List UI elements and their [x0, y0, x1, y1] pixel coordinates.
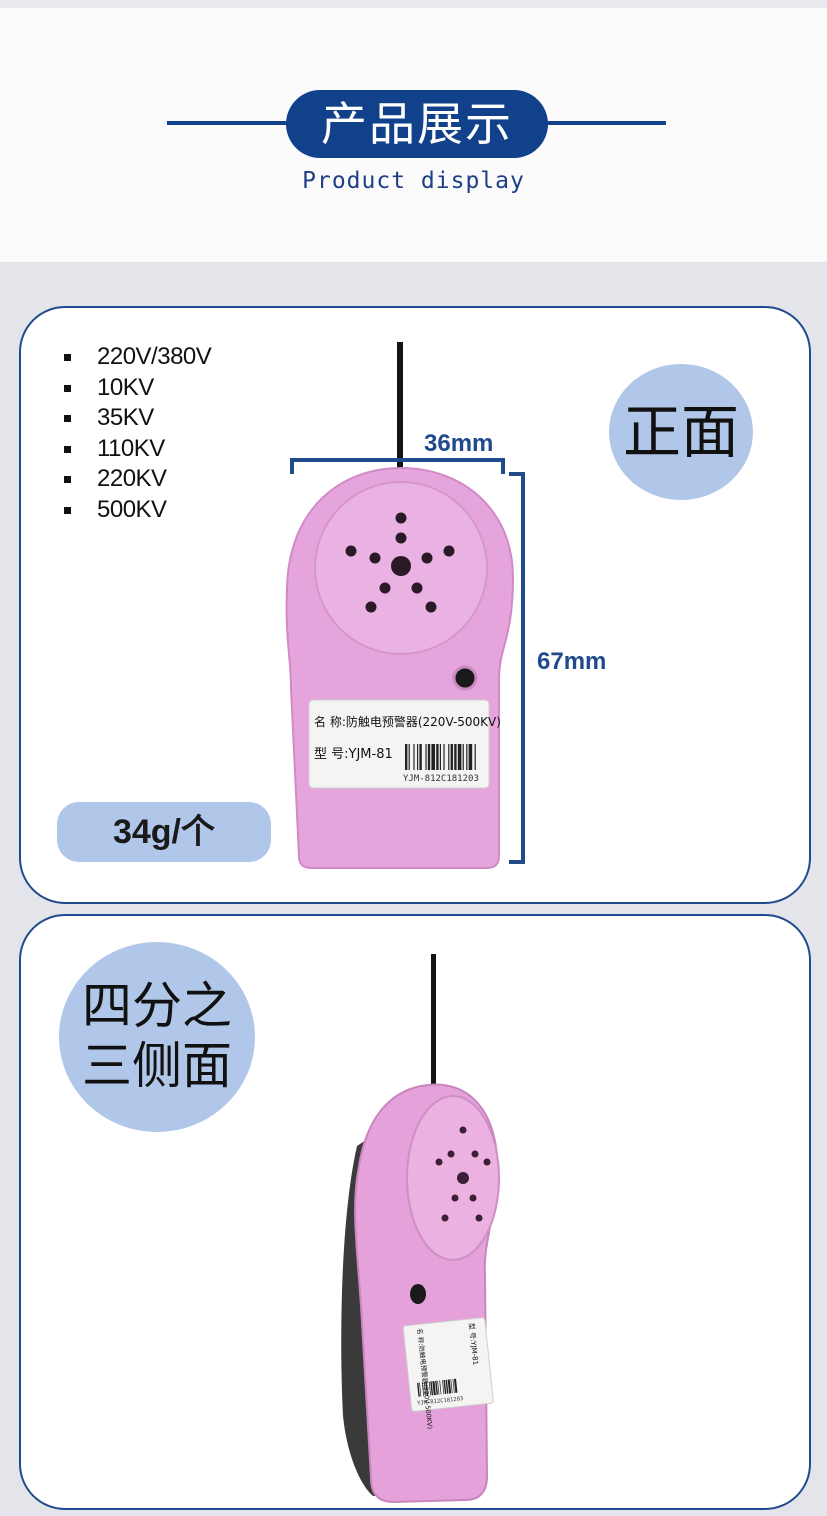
serial-text: YJM-812C181203 [403, 774, 479, 784]
barcode [405, 744, 476, 770]
top-strip [0, 0, 827, 8]
label-model-text: 型 号:YJM-81 [467, 1322, 480, 1365]
front-view-card: 220V/380V 10KV 35KV 110KV 220KV 500KV [19, 306, 811, 904]
serial-text: YJM-812C181203 [417, 1396, 464, 1407]
label-name-text: 名 称:防触电预警器(220V-500KV) [314, 714, 501, 729]
height-bracket [509, 472, 525, 864]
width-dimension-label: 36mm [424, 430, 494, 457]
voltage-list: 220V/380V 10KV 35KV 110KV 220KV 500KV [59, 342, 212, 526]
label-model-text: 型 号:YJM-81 [314, 747, 393, 762]
width-bracket [290, 458, 505, 474]
header-rule-left [167, 121, 297, 125]
side-device-illustration: 名 称:防触电预警器(220V-500KV) 型 号:YJM-81 YJM-81… [341, 954, 500, 1504]
voltage-item: 220V/380V [59, 342, 212, 373]
section-header: 产品展示 Product display [0, 8, 827, 262]
front-view-label: 正面 [609, 364, 753, 500]
weight-label: 34g/个 [57, 802, 271, 862]
label-sticker: 名 称:防触电预警器(220V-500KV) 型 号:YJM-81 YJM-81… [402, 1317, 494, 1429]
speaker-holes [435, 1126, 491, 1222]
side-view-label-line1: 四分之 [82, 977, 232, 1035]
front-device-illustration: 名 称:防触电预警器(220V-500KV) 型 号:YJM-81 YJM-81… [285, 342, 525, 869]
antenna [431, 954, 436, 1094]
voltage-item: 35KV [59, 403, 211, 434]
voltage-item: 10KV [59, 373, 211, 404]
barcode [417, 1378, 458, 1397]
antenna [397, 342, 403, 472]
power-button [410, 1284, 426, 1304]
side-view-label: 四分之 三侧面 [59, 942, 255, 1132]
speaker-holes [345, 512, 455, 613]
header-rule-right [540, 121, 666, 125]
voltage-item: 500KV [59, 495, 211, 526]
side-view-label-line2: 三侧面 [82, 1037, 232, 1095]
section-subtitle: Product display [302, 168, 525, 194]
voltage-item: 220KV [59, 464, 211, 495]
speaker-disc [406, 1095, 500, 1261]
power-button [452, 665, 478, 691]
section-title: 产品展示 [286, 90, 548, 158]
voltage-item: 110KV [59, 434, 211, 465]
side-view-card: 四分之 三侧面 名 称:防触电预警器(2 [19, 914, 811, 1510]
height-dimension-label: 67mm [537, 648, 607, 675]
